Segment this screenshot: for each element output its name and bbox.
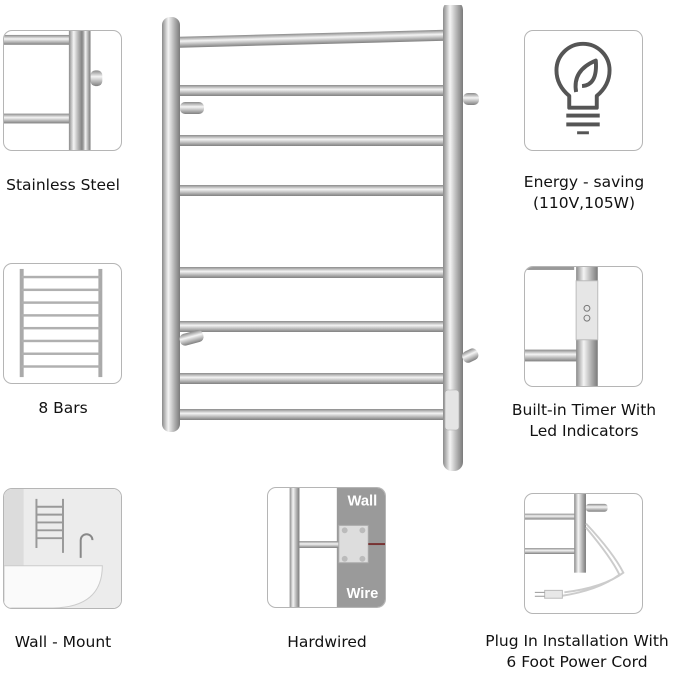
timer-tile: [524, 266, 643, 387]
rack-bar: [170, 85, 450, 96]
rack-bar: [170, 185, 450, 196]
stainless-steel-caption: Stainless Steel: [6, 176, 120, 194]
eight-bars-caption: 8 Bars: [38, 399, 88, 417]
mini-rack-bar: [21, 339, 101, 343]
hardwired-tile: Wall Wire: [267, 487, 386, 608]
energy-label: Energy - saving: [523, 173, 645, 191]
timer-control-icon: [525, 267, 599, 386]
mini-rack-bar: [21, 352, 101, 355]
mini-rack-bar: [21, 288, 101, 292]
plug-in-label: Plug In Installation With: [485, 632, 669, 650]
rack-bar: [170, 135, 450, 146]
rack-bar: [170, 29, 451, 48]
timer-label: Built-in Timer With: [511, 401, 657, 419]
timer-caption: Built-in Timer With Led Indicators: [490, 400, 678, 442]
wall-box-icon: Wall Wire: [289, 488, 385, 607]
wall-mount-tile: [3, 488, 122, 609]
stainless-steel-tile: [3, 30, 122, 151]
mini-rack-bar: [21, 326, 101, 330]
wire-label: Wire: [346, 586, 378, 602]
energy-spec: (110V,105W): [532, 194, 636, 212]
wall-mount-caption: Wall - Mount: [14, 633, 112, 651]
mini-rack-bar: [21, 301, 101, 304]
rack-bar: [170, 373, 450, 384]
rack-bar: [170, 267, 450, 278]
energy-saving-tile: [524, 30, 643, 151]
rail-closeup-icon: [4, 31, 103, 150]
energy-saving-caption: Energy - saving (110V,105W): [490, 172, 678, 214]
hardwired-caption: Hardwired: [287, 633, 367, 651]
mini-rack-bar: [21, 275, 101, 279]
eight-bars-tile: [3, 263, 122, 384]
timer-label-2: Led Indicators: [529, 422, 639, 440]
bathroom-scene-icon: [4, 489, 121, 608]
mini-rack-bar: [21, 365, 101, 368]
plug-in-label-2: 6 Foot Power Cord: [506, 653, 648, 671]
plug-in-tile: [524, 493, 643, 614]
wall-label: Wall: [348, 494, 378, 510]
power-cord-icon: [525, 494, 625, 599]
heated-towel-rack-image: [162, 5, 479, 471]
rack-bar: [170, 321, 450, 332]
mini-rack-bar: [21, 314, 101, 317]
plug-in-caption: Plug In Installation With 6 Foot Power C…: [475, 631, 679, 673]
lightbulb-leaf-icon: [554, 41, 612, 135]
towel-rack-icon: [19, 268, 103, 378]
rack-bar: [170, 409, 450, 420]
